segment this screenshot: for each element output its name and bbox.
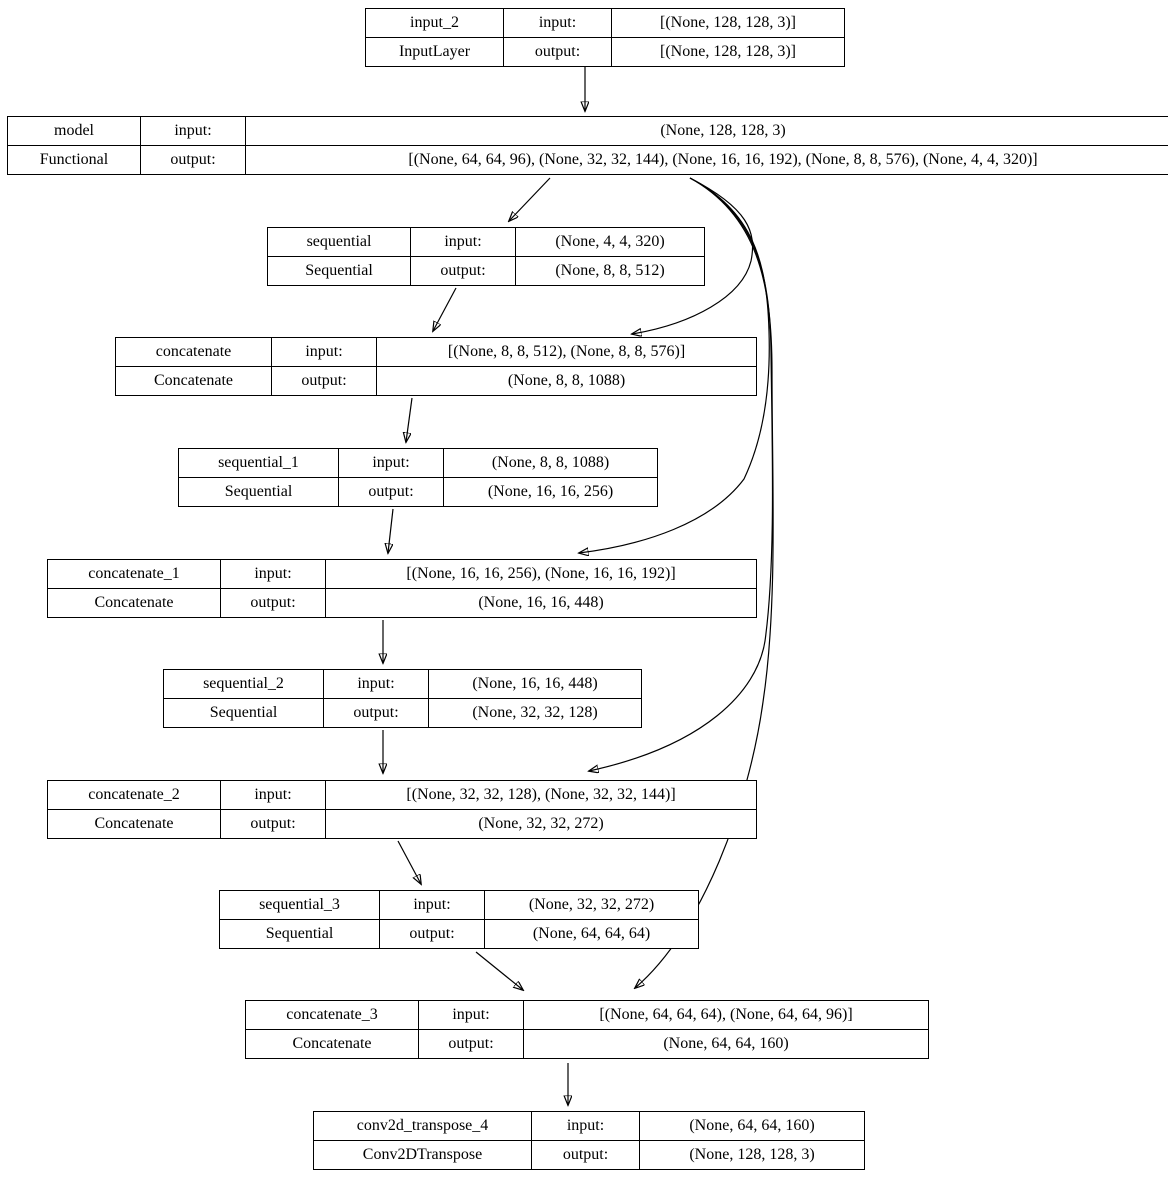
- layer-node-concatenate_3: concatenate_3 input: [(None, 64, 64, 64)…: [245, 1000, 929, 1059]
- io-label-input: input:: [531, 1111, 640, 1141]
- input-shape: [(None, 8, 8, 512), (None, 8, 8, 576)]: [376, 337, 757, 367]
- io-label-output: output:: [379, 919, 485, 949]
- layer-type: Sequential: [267, 256, 411, 286]
- layer-type: Sequential: [219, 919, 380, 949]
- layer-type: Conv2DTranspose: [313, 1140, 532, 1170]
- layer-node-sequential: sequential input: (None, 4, 4, 320) Sequ…: [267, 227, 705, 286]
- edge-model-sequential: [509, 177, 551, 221]
- io-label-input: input:: [323, 669, 429, 699]
- edge-concatenate-sequential_1: [406, 397, 413, 442]
- io-label-input: input:: [418, 1000, 524, 1030]
- layer-name: conv2d_transpose_4: [313, 1111, 532, 1141]
- io-label-output: output:: [323, 698, 429, 728]
- io-label-output: output:: [220, 588, 326, 618]
- io-label-output: output:: [418, 1029, 524, 1059]
- input-shape: [(None, 16, 16, 256), (None, 16, 16, 192…: [325, 559, 757, 589]
- layer-node-conv2d_transpose_4: conv2d_transpose_4 input: (None, 64, 64,…: [313, 1111, 865, 1170]
- io-label-output: output:: [410, 256, 516, 286]
- layer-name: model: [7, 116, 141, 146]
- layer-name: sequential_2: [163, 669, 324, 699]
- layer-type: Concatenate: [245, 1029, 419, 1059]
- io-label-output: output:: [140, 145, 246, 175]
- io-label-output: output:: [220, 809, 326, 839]
- edge-sequential_1-concatenate_1: [388, 508, 394, 553]
- io-label-input: input:: [220, 559, 326, 589]
- io-label-output: output:: [271, 366, 377, 396]
- io-label-input: input:: [338, 448, 444, 478]
- layer-name: sequential: [267, 227, 411, 257]
- output-shape: (None, 8, 8, 1088): [376, 366, 757, 396]
- output-shape: (None, 8, 8, 512): [515, 256, 705, 286]
- layer-type: Functional: [7, 145, 141, 175]
- output-shape: (None, 32, 32, 272): [325, 809, 757, 839]
- io-label-input: input:: [220, 780, 326, 810]
- layer-node-concatenate_1: concatenate_1 input: [(None, 16, 16, 256…: [47, 559, 757, 618]
- output-shape: (None, 32, 32, 128): [428, 698, 642, 728]
- layer-name: concatenate_3: [245, 1000, 419, 1030]
- io-label-input: input:: [140, 116, 246, 146]
- layer-node-input_2: input_2 input: [(None, 128, 128, 3)] Inp…: [365, 8, 845, 67]
- layer-type: InputLayer: [365, 37, 504, 67]
- layer-name: concatenate: [115, 337, 272, 367]
- input-shape: [(None, 64, 64, 64), (None, 64, 64, 96)]: [523, 1000, 929, 1030]
- io-label-output: output:: [503, 37, 612, 67]
- io-label-output: output:: [531, 1140, 640, 1170]
- io-label-input: input:: [271, 337, 377, 367]
- layer-node-sequential_1: sequential_1 input: (None, 8, 8, 1088) S…: [178, 448, 658, 507]
- output-shape: (None, 64, 64, 160): [523, 1029, 929, 1059]
- layer-name: sequential_1: [178, 448, 339, 478]
- layer-name: concatenate_1: [47, 559, 221, 589]
- output-shape: (None, 16, 16, 448): [325, 588, 757, 618]
- output-shape: (None, 128, 128, 3): [639, 1140, 865, 1170]
- layer-type: Sequential: [163, 698, 324, 728]
- input-shape: (None, 8, 8, 1088): [443, 448, 658, 478]
- layer-type: Concatenate: [47, 809, 221, 839]
- layer-node-sequential_3: sequential_3 input: (None, 32, 32, 272) …: [219, 890, 699, 949]
- io-label-input: input:: [410, 227, 516, 257]
- edge-concatenate_2-sequential_3: [397, 840, 421, 884]
- layer-type: Concatenate: [115, 366, 272, 396]
- io-label-input: input:: [503, 8, 612, 38]
- layer-node-concatenate_2: concatenate_2 input: [(None, 32, 32, 128…: [47, 780, 757, 839]
- input-shape: (None, 32, 32, 272): [484, 890, 699, 920]
- output-shape: (None, 64, 64, 64): [484, 919, 699, 949]
- input-shape: [(None, 32, 32, 128), (None, 32, 32, 144…: [325, 780, 757, 810]
- input-shape: (None, 16, 16, 448): [428, 669, 642, 699]
- output-shape: [(None, 64, 64, 96), (None, 32, 32, 144)…: [245, 145, 1168, 175]
- layer-node-sequential_2: sequential_2 input: (None, 16, 16, 448) …: [163, 669, 642, 728]
- input-shape: [(None, 128, 128, 3)]: [611, 8, 845, 38]
- io-label-input: input:: [379, 890, 485, 920]
- input-shape: (None, 64, 64, 160): [639, 1111, 865, 1141]
- output-shape: (None, 16, 16, 256): [443, 477, 658, 507]
- layer-name: concatenate_2: [47, 780, 221, 810]
- output-shape: [(None, 128, 128, 3)]: [611, 37, 845, 67]
- input-shape: (None, 4, 4, 320): [515, 227, 705, 257]
- layer-type: Sequential: [178, 477, 339, 507]
- layer-name: input_2: [365, 8, 504, 38]
- edge-sequential-concatenate: [433, 287, 457, 331]
- layer-name: sequential_3: [219, 890, 380, 920]
- io-label-output: output:: [338, 477, 444, 507]
- input-shape: (None, 128, 128, 3): [245, 116, 1168, 146]
- layer-node-concatenate: concatenate input: [(None, 8, 8, 512), (…: [115, 337, 757, 396]
- layer-node-model: model input: (None, 128, 128, 3) Functio…: [7, 116, 1168, 175]
- edge-sequential_3-concatenate_3: [475, 951, 523, 990]
- layer-type: Concatenate: [47, 588, 221, 618]
